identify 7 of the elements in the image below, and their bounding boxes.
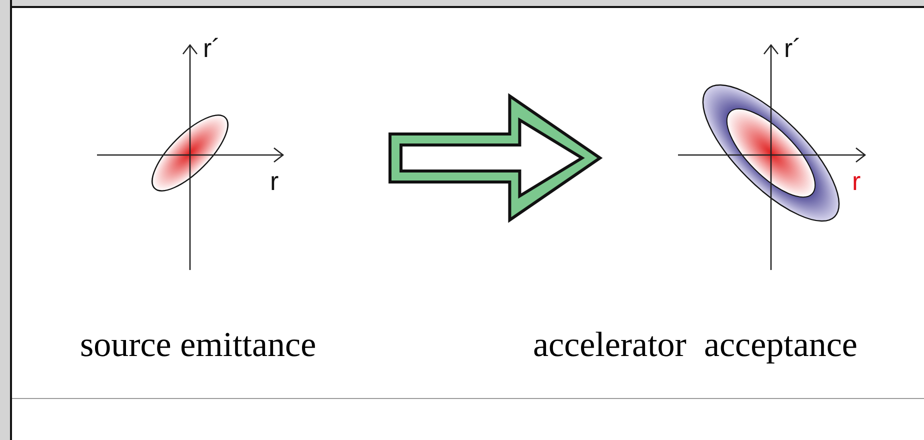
axis-label: r´ (203, 35, 220, 61)
axis-label: r (852, 168, 861, 194)
plot-caption: source emittance (80, 327, 316, 362)
axis-label: r´ (784, 35, 802, 61)
block-arrow (388, 93, 603, 223)
axis-label: r (270, 168, 279, 194)
plot-caption: accelerator acceptance (533, 327, 858, 362)
